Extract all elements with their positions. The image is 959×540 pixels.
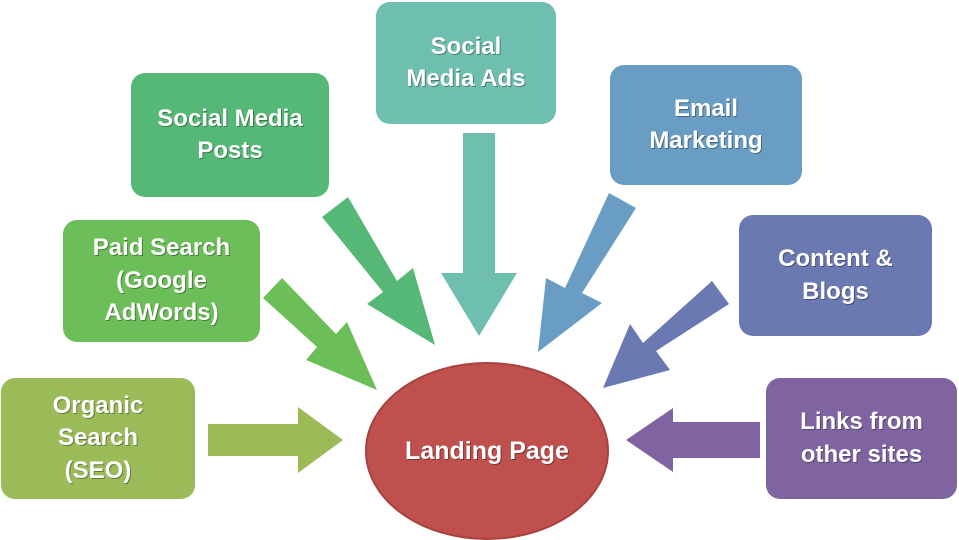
social-media-posts-box: Social Media Posts [131,73,329,197]
landing-page-label: Landing Page [405,436,569,465]
social-media-ads-box: Social Media Ads [376,2,556,124]
links-from-other-sites-box: Links from other sites [766,378,957,499]
landing-page-ellipse [365,362,609,540]
arrow-social-media-posts [322,197,435,345]
content-blogs-box: Content & Blogs [739,215,932,336]
arrow-social-media-ads [441,133,517,336]
arrow-organic-search [208,407,343,473]
arrow-content-blogs [603,281,729,388]
arrow-email-marketing [538,193,636,352]
organic-search-box: Organic Search (SEO) [1,378,195,499]
email-marketing-box: Email Marketing [610,65,802,185]
arrow-links-other-sites [626,408,760,472]
paid-search-box: Paid Search (Google AdWords) [63,220,260,342]
arrow-paid-search [263,278,377,390]
